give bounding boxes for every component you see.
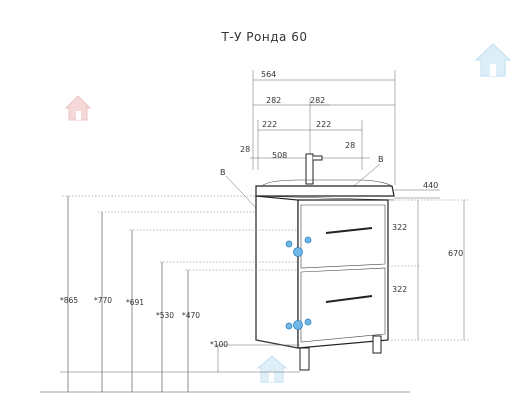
dim-530: *530 <box>156 311 174 320</box>
dim-508: 508 <box>272 151 287 160</box>
faucet <box>305 153 323 185</box>
dim-470: *470 <box>182 311 200 320</box>
dim-28-right: 28 <box>345 141 355 150</box>
dim-564: 564 <box>261 70 276 79</box>
dim-282-left: 282 <box>266 96 281 105</box>
dim-222-left: 222 <box>262 120 277 129</box>
dim-440: 440 <box>423 181 438 190</box>
house-watermark-icon <box>474 43 512 77</box>
basin <box>255 179 395 201</box>
dim-100: *100 <box>210 340 228 349</box>
dim-691: *691 <box>126 298 144 307</box>
house-watermark-icon <box>256 355 288 383</box>
dim-865: *865 <box>60 296 78 305</box>
dim-322-upper: 322 <box>392 223 407 232</box>
dim-282-right: 282 <box>310 96 325 105</box>
dim-222-right: 222 <box>316 120 331 129</box>
house-watermark-icon <box>64 95 92 121</box>
connection-points <box>285 236 312 330</box>
label-b-right: B <box>378 155 384 164</box>
cabinet-body <box>255 195 389 349</box>
legs <box>299 335 382 371</box>
label-b-left: B <box>220 168 226 177</box>
dim-670: 670 <box>448 249 463 258</box>
drawing-title: Т-У Ронда 60 <box>221 30 308 44</box>
dim-322-lower: 322 <box>392 285 407 294</box>
dim-28-left: 28 <box>240 145 250 154</box>
dim-770: *770 <box>94 296 112 305</box>
